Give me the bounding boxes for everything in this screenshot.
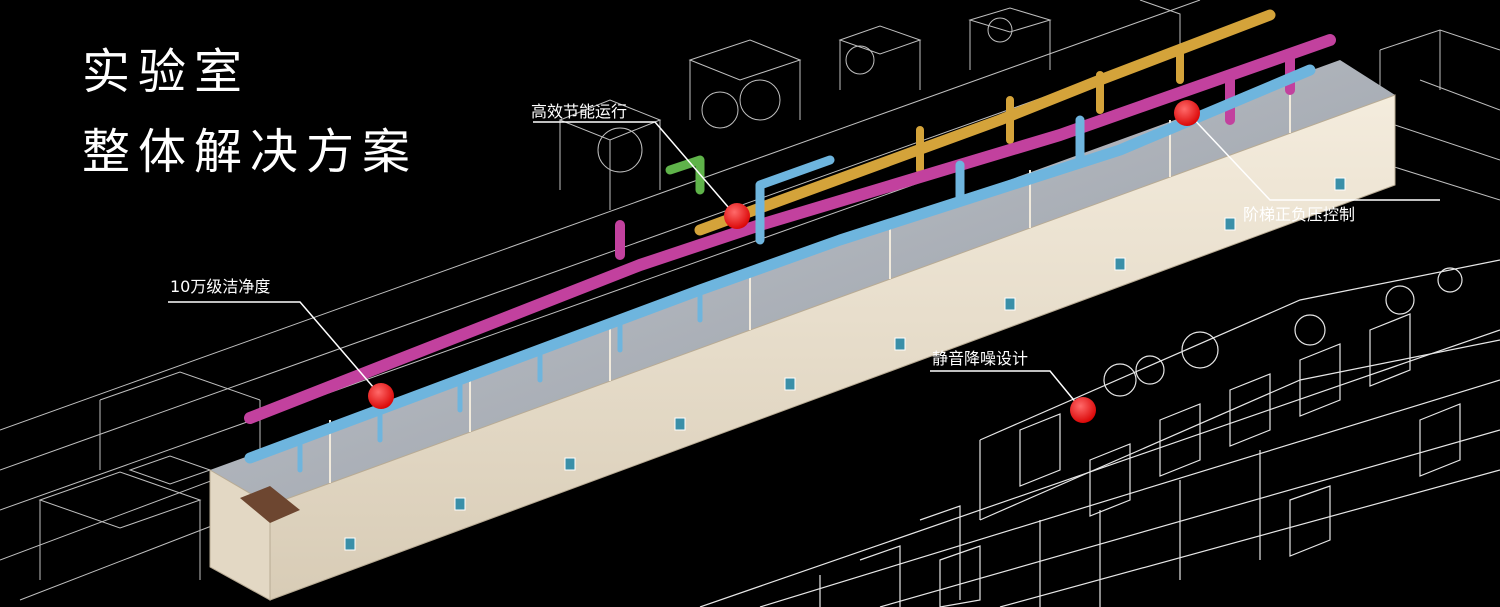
callout-cleanliness-class: 10万级洁净度 (170, 277, 271, 296)
lab-side-wall (269, 94, 1396, 601)
callout-efficient-operation: 高效节能运行 (531, 102, 628, 121)
callout-stair-pressure-control: 阶梯正负压控制 (1243, 205, 1356, 224)
meeting-table (240, 486, 300, 523)
building-windows (344, 177, 1346, 551)
headline-line1: 实验室 (82, 44, 251, 100)
marker-noise (1070, 397, 1096, 423)
foreground-wireframe (699, 259, 1500, 607)
callout-noise-reduction: 静音降噪设计 (932, 349, 1029, 368)
fresh-air-duct (694, 9, 1276, 236)
lab-floor (210, 60, 1395, 505)
marker-cleanliness (368, 383, 394, 409)
highlight-markers (368, 100, 1200, 423)
marker-efficient (724, 203, 750, 229)
callout-leaders (168, 112, 1440, 411)
lab-building (209, 60, 1396, 601)
marker-stair-pressure (1174, 100, 1200, 126)
headline-line2: 整体解决方案 (82, 124, 419, 180)
